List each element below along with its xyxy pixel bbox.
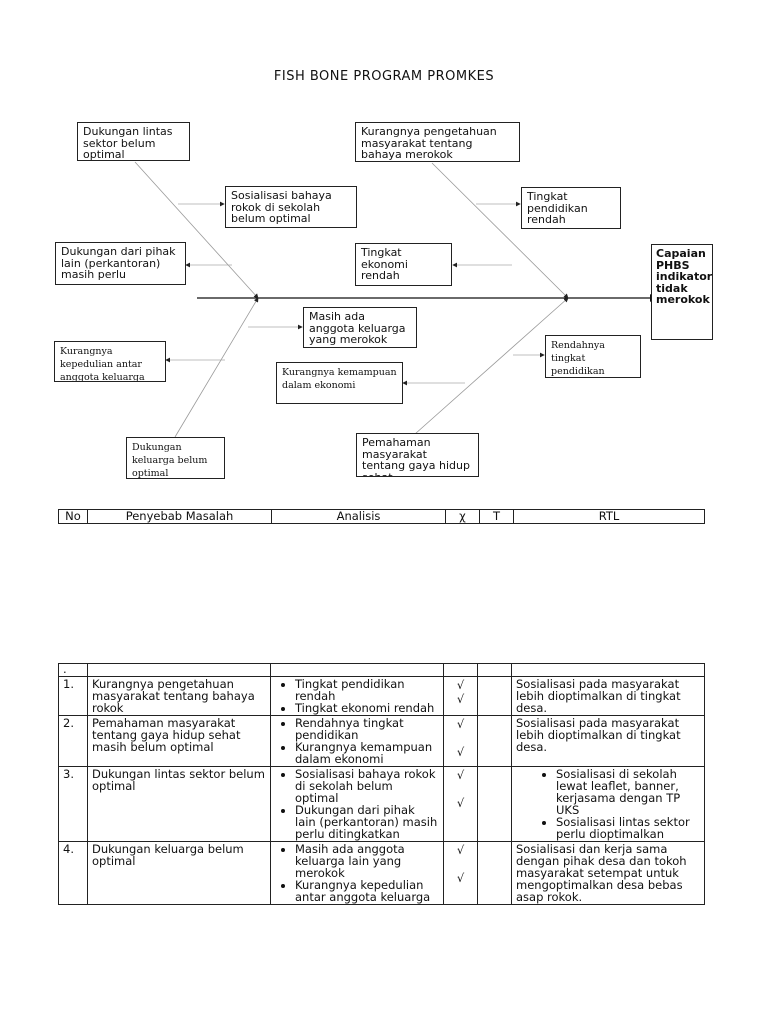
table-row-top: . xyxy=(58,663,705,677)
row-no: 4. xyxy=(58,841,88,905)
bone-dukungan-lintas xyxy=(134,161,259,299)
cell-dot: . xyxy=(58,663,88,677)
table-row: 4. Dukungan keluarga belum optimal Masih… xyxy=(58,841,705,905)
row-checks: √ √ xyxy=(443,676,478,716)
analysis-item: Kurangnya kepedulian antar anggota kelua… xyxy=(295,879,439,903)
box-kurangnya-pengetahuan: Kurangnya pengetahuan masyarakat tentang… xyxy=(355,122,520,162)
fishbone-diagram xyxy=(134,161,656,438)
table-row: 2. Pemahaman masyarakat tentang gaya hid… xyxy=(58,715,705,767)
row-rtl: Sosialisasi dan kerja sama dengan pihak … xyxy=(511,841,705,905)
row-cause: Pemahaman masyarakat tentang gaya hidup … xyxy=(87,715,271,767)
col-analisis: Analisis xyxy=(271,509,446,524)
row-checks: √ √ xyxy=(443,841,478,905)
col-t: T xyxy=(479,509,514,524)
row-rtl: Sosialisasi pada masyarakat lebih diopti… xyxy=(511,676,705,716)
row-rtl: Sosialisasi di sekolah lewat leaflet, ba… xyxy=(511,766,705,842)
analysis-item: Dukungan dari pihak lain (perkantoran) m… xyxy=(295,804,439,840)
check-mark: √ xyxy=(456,796,465,810)
analysis-table: . 1. Kurangnya pengetahuan masyarakat te… xyxy=(58,663,705,905)
check-mark: √ xyxy=(456,843,465,857)
table-row: 1. Kurangnya pengetahuan masyarakat tent… xyxy=(58,676,705,716)
row-no: 2. xyxy=(58,715,88,767)
check-mark: √ xyxy=(456,871,465,885)
box-tingkat-pendidikan: Tingkat pendidikan rendah xyxy=(521,187,621,229)
box-dukungan-pihak-lain: Dukungan dari pihak lain (perkantoran) m… xyxy=(55,242,186,285)
analysis-item: Sosialisasi bahaya rokok di sekolah belu… xyxy=(295,768,439,804)
col-chi: χ xyxy=(445,509,480,524)
col-no: No xyxy=(58,509,88,524)
check-mark: √ xyxy=(456,717,465,731)
check-mark: √ xyxy=(456,678,465,692)
box-capaian: Capaian PHBS indikator tidak merokok xyxy=(651,244,713,340)
row-checks: √ √ xyxy=(443,766,478,842)
box-tingkat-ekonomi: Tingkat ekonomi rendah xyxy=(355,243,452,286)
row-checks: √ √ xyxy=(443,715,478,767)
row-cause: Kurangnya pengetahuan masyarakat tentang… xyxy=(87,676,271,716)
analysis-item: Tingkat ekonomi rendah xyxy=(295,702,439,714)
analysis-item: Masih ada anggota keluarga lain yang mer… xyxy=(295,843,439,879)
check-mark: √ xyxy=(456,768,465,782)
row-cause: Dukungan keluarga belum optimal xyxy=(87,841,271,905)
row-analysis: Rendahnya tingkat pendidikan Kurangnya k… xyxy=(270,715,444,767)
row-no: 3. xyxy=(58,766,88,842)
analysis-item: Rendahnya tingkat pendidikan xyxy=(295,717,439,741)
row-no: 1. xyxy=(58,676,88,716)
check-mark: √ xyxy=(456,745,465,759)
box-anggota-keluarga: Masih ada anggota keluarga yang merokok xyxy=(303,307,417,348)
box-rendahnya-pendidikan: Rendahnya tingkat pendidikan xyxy=(545,335,641,378)
row-analysis: Masih ada anggota keluarga lain yang mer… xyxy=(270,841,444,905)
rtl-item: Sosialisasi di sekolah lewat leaflet, ba… xyxy=(556,768,700,816)
bone-kurangnya-pengetahuan xyxy=(431,162,569,299)
table-row: 3. Dukungan lintas sektor belum optimal … xyxy=(58,766,705,842)
row-cause: Dukungan lintas sektor belum optimal xyxy=(87,766,271,842)
analysis-item: Kurangnya kemampuan dalam ekonomi xyxy=(295,741,439,765)
box-kepedulian: Kurangnya kepedulian antar anggota kelua… xyxy=(54,341,166,382)
document-title: FISH BONE PROGRAM PROMKES xyxy=(273,69,495,84)
box-dukungan-lintas: Dukungan lintas sektor belum optimal xyxy=(77,122,190,161)
box-dukungan-keluarga: Dukungan keluarga belum optimal xyxy=(126,437,225,479)
check-mark: √ xyxy=(456,692,465,706)
col-rtl: RTL xyxy=(513,509,705,524)
row-analysis: Tingkat pendidikan rendah Tingkat ekonom… xyxy=(270,676,444,716)
row-analysis: Sosialisasi bahaya rokok di sekolah belu… xyxy=(270,766,444,842)
analysis-item: Tingkat pendidikan rendah xyxy=(295,678,439,702)
row-rtl: Sosialisasi pada masyarakat lebih diopti… xyxy=(511,715,705,767)
box-sosialisasi-rokok: Sosialisasi bahaya rokok di sekolah belu… xyxy=(225,186,357,228)
bone-pemahaman xyxy=(414,297,569,435)
header-table: No Penyebab Masalah Analisis χ T RTL xyxy=(58,509,705,524)
col-penyebab: Penyebab Masalah xyxy=(87,509,272,524)
bone-dukungan-keluarga xyxy=(174,297,259,438)
rtl-item: Sosialisasi lintas sektor perlu dioptima… xyxy=(556,816,700,840)
box-pemahaman: Pemahaman masyarakat tentang gaya hidup … xyxy=(356,433,479,477)
header-row: No Penyebab Masalah Analisis χ T RTL xyxy=(58,509,705,524)
box-kemampuan-ekonomi: Kurangnya kemampuan dalam ekonomi xyxy=(276,362,403,404)
